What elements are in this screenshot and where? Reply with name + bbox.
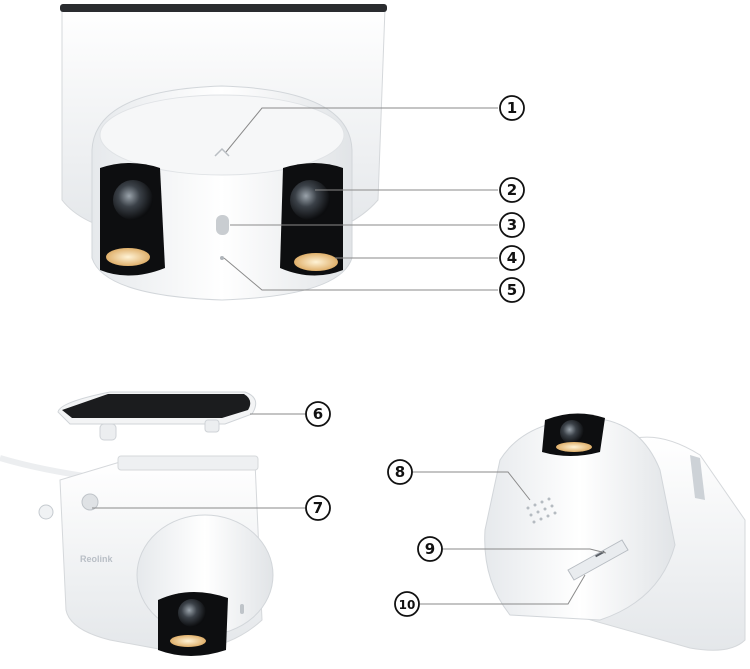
leader-5 (223, 257, 498, 291)
housing-top (117, 455, 259, 471)
callout-5: 5 (499, 277, 525, 303)
underside-spotlight-icon (556, 442, 592, 452)
underside-lens-icon (560, 420, 584, 444)
mount-top-edge (60, 4, 387, 12)
dome-lens-icon (178, 599, 206, 627)
leader-lines (92, 107, 607, 605)
svg-text:8: 8 (395, 463, 405, 481)
svg-text:3: 3 (507, 216, 517, 234)
bottom-right-camera (484, 413, 746, 651)
svg-text:4: 4 (507, 249, 517, 267)
leader-1 (225, 107, 498, 153)
callout-6: 6 (305, 401, 331, 427)
svg-text:5: 5 (507, 281, 517, 299)
leader-8 (412, 471, 531, 501)
dome-spotlight-icon (170, 635, 206, 647)
brand-logo: Reolink (80, 554, 114, 564)
leader-9 (442, 548, 607, 554)
microphone-hole (220, 256, 224, 260)
reset-button-icon (81, 493, 99, 511)
callouts: 1 2 3 4 5 6 7 8 (305, 95, 525, 617)
sd-card-slot (567, 539, 629, 581)
callout-1: 1 (499, 95, 525, 121)
plate-pad (62, 394, 251, 418)
plate-clip-left (99, 423, 117, 441)
svg-text:2: 2 (507, 181, 517, 199)
callout-2: 2 (499, 177, 525, 203)
light-sensor (216, 215, 229, 235)
underside-brand-strip (690, 455, 705, 500)
callout-10: 10 (394, 591, 420, 617)
mounting-plate (57, 391, 257, 441)
svg-text:9: 9 (425, 540, 435, 558)
leader-10 (420, 574, 586, 605)
status-led-mark (214, 147, 230, 157)
svg-text:6: 6 (313, 405, 323, 423)
callout-9: 9 (417, 536, 443, 562)
plate-clip-right (204, 419, 220, 433)
dome-mic (240, 604, 244, 614)
left-spotlight-icon (106, 248, 150, 266)
callout-7: 7 (305, 495, 331, 521)
callout-8: 8 (387, 459, 413, 485)
callout-4: 4 (499, 245, 525, 271)
speaker-grille-icon (526, 497, 557, 524)
top-camera-front-view (60, 4, 387, 301)
svg-text:10: 10 (399, 598, 416, 612)
left-lens-icon (113, 180, 153, 220)
cable-knob (38, 504, 54, 520)
svg-text:7: 7 (313, 499, 323, 517)
bottom-left-camera: Reolink (0, 455, 274, 656)
right-spotlight-icon (294, 253, 338, 271)
callout-3: 3 (499, 212, 525, 238)
right-lens-icon (290, 180, 330, 220)
svg-text:1: 1 (507, 99, 517, 117)
camera-dome-top (99, 94, 345, 176)
